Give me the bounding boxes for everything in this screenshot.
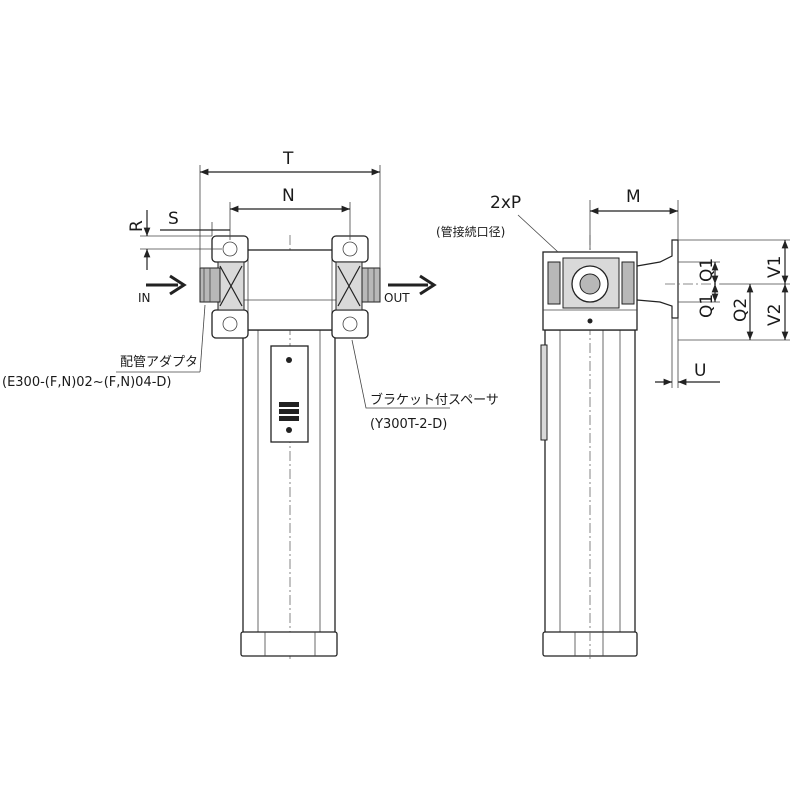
dim-R: R <box>127 220 147 232</box>
in-flow-arrow <box>146 274 187 296</box>
dim-N: N <box>282 186 295 206</box>
pipe-adapter-model: (E300-(F,N)02~(F,N)04-D) <box>2 375 172 390</box>
out-label: OUT <box>384 291 410 305</box>
bracket-spacer-leader <box>351 339 450 409</box>
dim-M: M <box>626 187 641 207</box>
front-bowl-bottom <box>240 631 338 657</box>
right-bracket-spacer <box>331 235 369 339</box>
front-view: IN OUT T N S R 配管アダプタ (E300-(F,N)02~(F,N… <box>2 149 499 660</box>
left-bracket-spacer <box>211 235 249 339</box>
out-flow-arrow <box>388 274 437 296</box>
bracket-spacer-model: (Y300T-2-D) <box>370 417 447 432</box>
dim-Q1-lower: Q1 <box>697 294 717 318</box>
dim-S: S <box>168 209 179 229</box>
dim-V1: V1 <box>765 256 785 278</box>
pipe-adapter-leader <box>199 304 206 373</box>
dim-Q2: Q2 <box>731 298 751 322</box>
dim-T: T <box>282 149 294 169</box>
bracket-spacer-label: ブラケット付スペーサ <box>370 392 499 408</box>
in-label: IN <box>138 291 151 305</box>
front-head-block <box>239 249 341 331</box>
label-screw-bottom <box>286 427 292 433</box>
label-screw-top <box>286 357 292 363</box>
dim-U: U <box>694 361 706 381</box>
side-view: M 2xP (管接続口径) Q1 Q1 Q2 V1 V2 U <box>436 187 790 660</box>
dim-P: 2xP <box>490 193 521 213</box>
dim-Q1-upper: Q1 <box>697 258 717 282</box>
port-leader <box>517 214 559 253</box>
dim-V2: V2 <box>765 304 785 326</box>
side-label-edge <box>540 344 548 441</box>
side-bracket <box>636 239 679 319</box>
pipe-adapter-label: 配管アダプタ <box>120 355 198 370</box>
side-port-inner <box>579 273 601 295</box>
right-pipe-adapter <box>361 267 381 303</box>
port-size-label: (管接続口径) <box>436 224 505 239</box>
